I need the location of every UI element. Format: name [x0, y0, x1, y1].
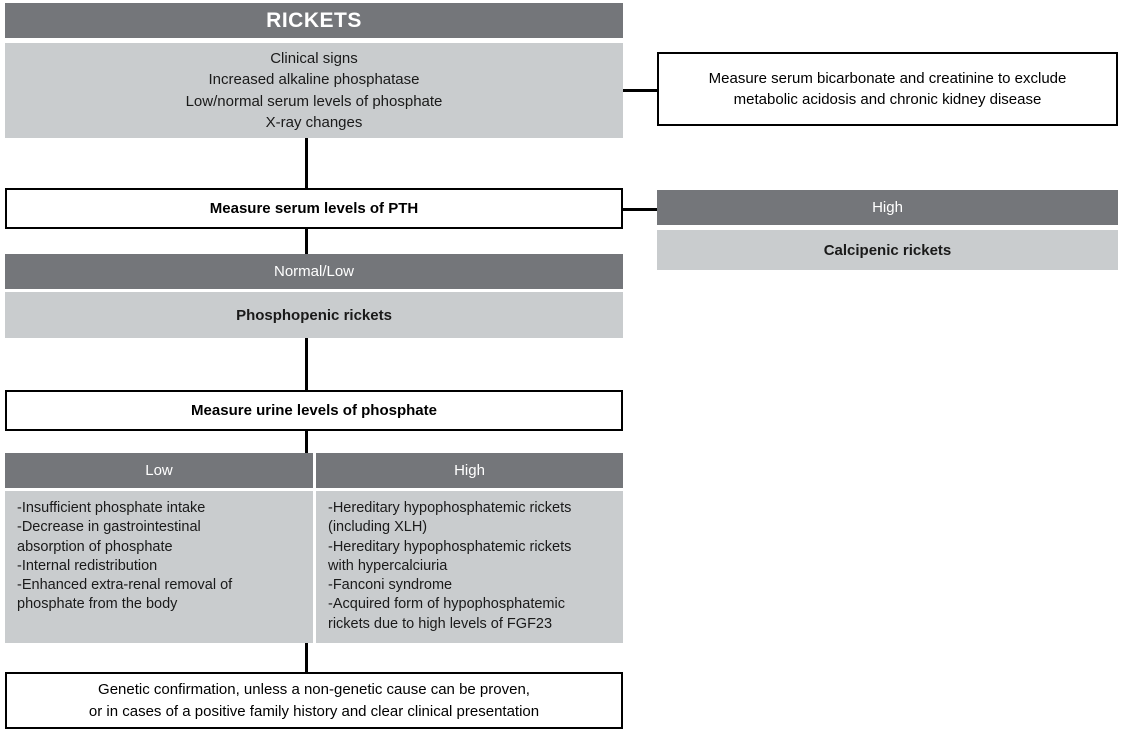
urine-low-label: Low [145, 462, 173, 479]
genetic-confirmation-line-1: Genetic confirmation, unless a non-genet… [98, 681, 530, 699]
urine-low-cause-line-1: -Insufficient phosphate intake [17, 500, 206, 516]
connector-pth-to-high [623, 208, 657, 211]
urine-high-causes-box: -Hereditary hypophosphatemic rickets (in… [316, 491, 623, 643]
connector-pth-to-normallow [305, 228, 308, 254]
urine-high-cause-line-3: -Hereditary hypophosphatemic rickets [328, 538, 572, 555]
presentation-box: Clinical signs Increased alkaline phosph… [5, 43, 623, 138]
exclusion-note-line-2: metabolic acidosis and chronic kidney di… [733, 91, 1042, 108]
measure-pth-box: Measure serum levels of PTH [5, 188, 623, 229]
presentation-line-2: Increased alkaline phosphatase [208, 71, 420, 89]
urine-low-causes-box: -Insufficient phosphate intake -Decrease… [5, 491, 313, 643]
pth-high-label: High [872, 199, 903, 216]
measure-pth-label: Measure serum levels of PTH [209, 200, 419, 217]
urine-high-cause-line-7: rickets due to high levels of FGF23 [328, 615, 553, 632]
urine-high-cause-line-2: (including XLH) [328, 519, 428, 536]
urine-high-header: High [316, 453, 623, 488]
urine-high-cause-line-4: with hypercalciuria [328, 557, 448, 574]
urine-low-header: Low [5, 453, 313, 488]
urine-high-label: High [454, 462, 485, 479]
title-label: RICKETS [266, 8, 362, 32]
urine-low-cause-line-6: phosphate from the body [17, 596, 178, 613]
pth-normal-low-label: Normal/Low [273, 263, 355, 280]
pth-high-header: High [657, 190, 1118, 225]
genetic-confirmation-box: Genetic confirmation, unless a non-genet… [5, 672, 623, 729]
calcipenic-box: Calcipenic rickets [657, 230, 1118, 270]
connector-presentation-to-exclusion [623, 89, 657, 92]
connector-urine-to-branches [305, 430, 308, 454]
urine-high-cause-line-6: -Acquired form of hypophosphatemic [328, 596, 565, 613]
calcipenic-label: Calcipenic rickets [823, 241, 952, 259]
urine-low-cause-line-5: -Enhanced extra-renal removal of [17, 577, 233, 594]
urine-high-cause-line-1: -Hereditary hypophosphatemic rickets [328, 500, 572, 516]
genetic-confirmation-line-2: or in cases of a positive family history… [88, 702, 540, 720]
connector-phosphopenic-to-urine [305, 338, 308, 392]
presentation-line-1: Clinical signs [270, 49, 358, 67]
exclusion-note-box: Measure serum bicarbonate and creatinine… [657, 52, 1118, 126]
measure-urine-box: Measure urine levels of phosphate [5, 390, 623, 431]
phosphopenic-box: Phosphopenic rickets [5, 292, 623, 338]
connector-causes-to-genetic [305, 643, 308, 672]
urine-low-cause-line-2: -Decrease in gastrointestinal [17, 519, 201, 536]
connector-presentation-to-pth [305, 138, 308, 190]
exclusion-note-line-1: Measure serum bicarbonate and creatinine… [708, 69, 1067, 87]
presentation-line-3: Low/normal serum levels of phosphate [185, 92, 443, 110]
measure-urine-label: Measure urine levels of phosphate [191, 402, 437, 419]
phosphopenic-label: Phosphopenic rickets [236, 306, 392, 324]
urine-low-cause-line-4: -Internal redistribution [17, 557, 158, 574]
pth-normal-low-box: Normal/Low [5, 254, 623, 289]
urine-low-cause-line-3: absorption of phosphate [17, 538, 173, 555]
title-bar: RICKETS [5, 3, 623, 38]
presentation-line-4: X-ray changes [265, 113, 363, 131]
urine-high-cause-line-5: -Fanconi syndrome [328, 577, 453, 594]
